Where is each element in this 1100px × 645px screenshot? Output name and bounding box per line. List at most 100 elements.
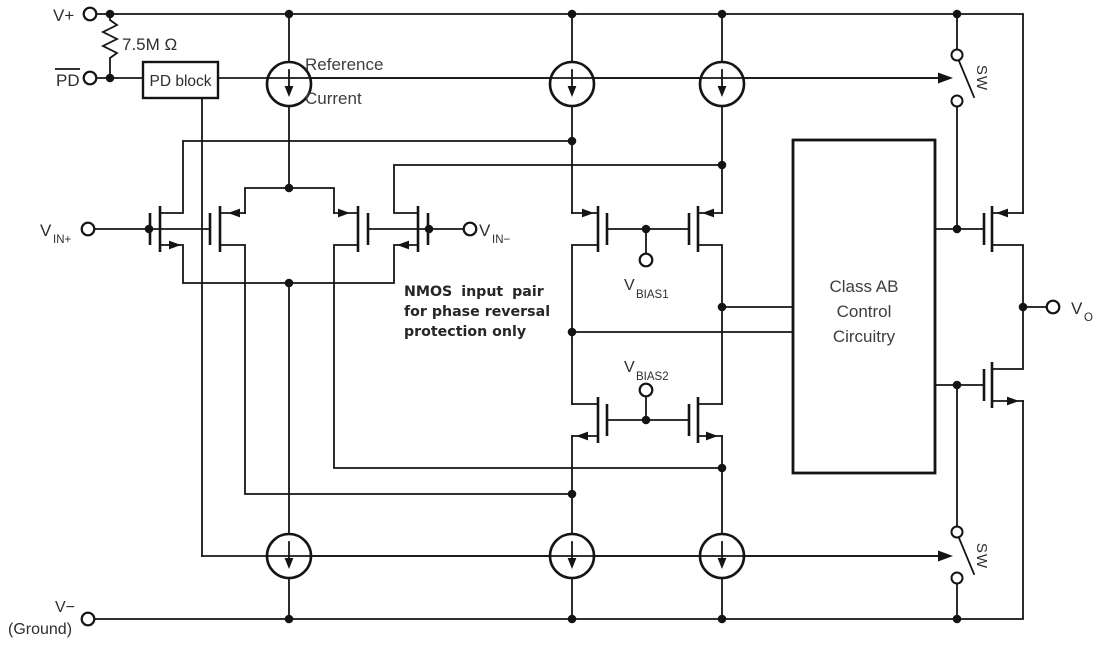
current-sources xyxy=(265,13,953,620)
junction-dot xyxy=(717,463,727,473)
terminals xyxy=(80,6,1061,627)
source-arrow xyxy=(576,431,588,441)
transistor-pmos-input-right xyxy=(338,206,370,252)
mosfet-bars xyxy=(208,206,222,252)
junction-dot xyxy=(641,415,651,425)
junction-dot xyxy=(1018,302,1028,312)
cascode-upper-pair xyxy=(571,206,723,405)
pd-block-box xyxy=(141,60,220,100)
junction-dot xyxy=(424,224,434,234)
junction-dot xyxy=(567,9,577,19)
junction-dot xyxy=(717,614,727,624)
junction-dot xyxy=(567,327,577,337)
transistor-nmos-cascode-right xyxy=(687,397,718,443)
vo-label: V xyxy=(1071,299,1083,318)
nmos-right-drain-wire xyxy=(393,164,723,214)
vo-sub-label: O xyxy=(1084,312,1093,324)
nmos-note-line3: protection only xyxy=(404,324,526,340)
mosfet-bars xyxy=(687,206,700,252)
classab-label-2: Control xyxy=(837,302,892,321)
source-arrow xyxy=(169,240,181,250)
pd-block-label: PD block xyxy=(149,73,211,90)
mosfet-bars xyxy=(596,397,609,443)
classab-output-wires xyxy=(934,228,985,386)
switch-top-terminal-a xyxy=(950,48,964,62)
vinplus-sub-label: IN+ xyxy=(53,234,72,246)
switch-bottom-blade xyxy=(957,536,976,576)
junction-dot xyxy=(952,224,962,234)
vplus-label: V+ xyxy=(53,6,74,25)
source-arrow xyxy=(228,208,240,218)
source-arrow xyxy=(706,431,718,441)
pd-label: PD xyxy=(56,71,80,90)
switch-top-terminal-b xyxy=(950,94,964,108)
shutdown-switch-bottom: SW xyxy=(950,384,990,620)
nmos-note-line1: NMOS input pair xyxy=(404,284,544,300)
source-arrow xyxy=(338,208,350,218)
junction-dot xyxy=(105,73,115,83)
classab-box xyxy=(791,138,937,475)
pmos-right-drain-wire xyxy=(333,244,723,469)
junction-dot xyxy=(284,183,294,193)
transistor-nmos-cascode-left xyxy=(576,397,609,443)
top-rail-wire xyxy=(95,13,1024,214)
transistor-pmos-output xyxy=(982,206,1008,252)
classab-input-wires xyxy=(571,306,794,333)
reference-label-1: Reference xyxy=(305,55,383,74)
junction-dots xyxy=(105,9,1028,624)
nmos-pair-tail-wire xyxy=(159,244,419,284)
class-ab-block: Class AB Control Circuitry xyxy=(571,138,985,475)
junction-dot xyxy=(144,224,154,234)
pmos-left-drain-wire xyxy=(219,244,573,495)
reference-label-2: Current xyxy=(305,89,362,108)
switch-bottom-label: SW xyxy=(973,543,990,569)
mosfet-bars xyxy=(356,206,370,252)
junction-dot xyxy=(567,489,577,499)
source-arrow xyxy=(1007,396,1019,406)
vo-terminal xyxy=(1045,299,1061,315)
pd-terminal xyxy=(82,70,98,86)
vbias1-sub-label: BIAS1 xyxy=(636,289,669,301)
junction-dot xyxy=(952,380,962,390)
vinplus-terminal xyxy=(80,221,96,237)
transistor-pmos-input-left xyxy=(208,206,240,252)
junction-dot xyxy=(567,136,577,146)
supply-rails xyxy=(93,13,1024,620)
vinminus-terminal xyxy=(462,221,478,237)
current-source-arrows xyxy=(284,69,727,569)
vbias1-label: V xyxy=(624,277,635,294)
nmos-left-drain-wire xyxy=(159,140,573,214)
ground-label: (Ground) xyxy=(8,621,72,638)
switch-bottom-terminal-a xyxy=(950,525,964,539)
vminus-terminal xyxy=(80,611,96,627)
vbias2-sub-label: BIAS2 xyxy=(636,371,669,383)
transistor-pmos-cascode-left xyxy=(582,206,609,252)
pd-arrowhead-bottom xyxy=(938,550,953,562)
junction-dot xyxy=(284,9,294,19)
current-source-leads xyxy=(288,13,723,620)
transistor-nmos-output xyxy=(982,362,1019,408)
junction-dot xyxy=(105,9,115,19)
junction-dot xyxy=(717,302,727,312)
nmos-note-line2: for phase reversal xyxy=(404,304,550,320)
labels: V+ PD 7.5M Ω PD block Reference Current … xyxy=(8,6,1093,638)
switch-top-blade xyxy=(957,59,976,99)
mosfet-bars xyxy=(596,206,609,252)
junction-dot xyxy=(717,9,727,19)
resistor-label: 7.5M Ω xyxy=(122,35,177,54)
bottom-rail-wire xyxy=(93,400,1024,620)
vbias2-terminal xyxy=(638,382,654,398)
pullup-resistor xyxy=(100,13,120,79)
switch-top-label: SW xyxy=(973,65,990,91)
junction-dot xyxy=(284,614,294,624)
transistor-pmos-cascode-right xyxy=(687,206,714,252)
vinminus-label: V xyxy=(479,221,491,240)
source-arrow xyxy=(702,208,714,218)
junction-dot xyxy=(284,278,294,288)
junction-dot xyxy=(567,614,577,624)
shutdown-switch-top: SW xyxy=(950,13,990,230)
junction-dot xyxy=(952,614,962,624)
vminus-label: V− xyxy=(55,599,75,616)
junction-dot xyxy=(641,224,651,234)
